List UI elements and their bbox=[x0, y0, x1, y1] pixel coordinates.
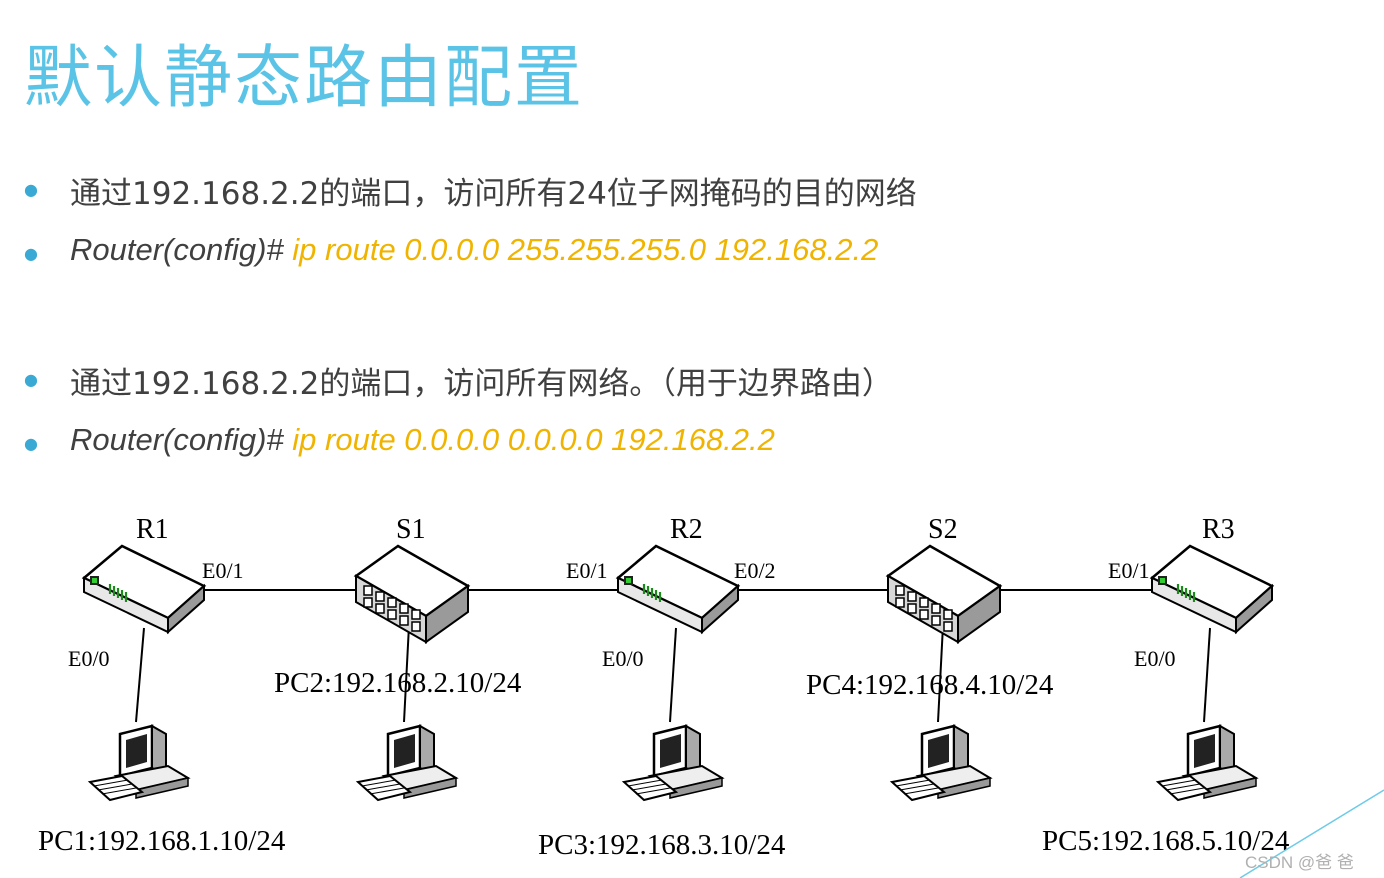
command-prompt: Router(config)# bbox=[70, 422, 284, 457]
router-r3 bbox=[1150, 544, 1274, 634]
switch-s2 bbox=[886, 544, 1002, 644]
port-label: E0/2 bbox=[734, 558, 776, 583]
decorative-line bbox=[1239, 789, 1384, 878]
bullet-text-1: 通过192.168.2.2的端口，访问所有24位子网掩码的目的网络 bbox=[70, 176, 917, 212]
page-title: 默认静态路由配置 bbox=[24, 39, 585, 118]
pc-address-label: PC2:192.168.2.10/24 bbox=[274, 667, 522, 699]
bullet-dot: ● bbox=[24, 370, 38, 389]
pc-address-label: PC3:192.168.3.10/24 bbox=[538, 829, 786, 861]
pc1-icon bbox=[88, 724, 190, 802]
switch-label-s1: S1 bbox=[396, 514, 426, 545]
bullet-dot: ● bbox=[24, 244, 38, 263]
pc2-icon bbox=[356, 724, 458, 802]
pc-address-label: PC1:192.168.1.10/24 bbox=[38, 825, 286, 857]
port-label: E0/0 bbox=[68, 646, 110, 671]
router-r1 bbox=[82, 544, 206, 634]
router-label-r2: R2 bbox=[670, 514, 703, 545]
bullet-dot: ● bbox=[24, 434, 38, 453]
pc-address-label: PC4:192.168.4.10/24 bbox=[806, 669, 1054, 701]
link-r3-pc5 bbox=[1203, 627, 1211, 723]
bullet-command-1: Router(config)# ip route 0.0.0.0 255.255… bbox=[70, 232, 878, 268]
command-code: ip route 0.0.0.0 255.255.255.0 192.168.2… bbox=[292, 232, 879, 267]
command-code: ip route 0.0.0.0 0.0.0.0 192.168.2.2 bbox=[292, 422, 775, 457]
pc-address-label: PC5:192.168.5.10/24 bbox=[1042, 825, 1290, 857]
port-label: E0/0 bbox=[602, 646, 644, 671]
link-r1-pc1 bbox=[135, 627, 145, 723]
link-r2-pc3 bbox=[669, 627, 677, 723]
bullet-dot: ● bbox=[24, 180, 38, 199]
bullet-command-2: Router(config)# ip route 0.0.0.0 0.0.0.0… bbox=[70, 422, 775, 458]
router-label-r3: R3 bbox=[1202, 514, 1235, 545]
pc5-icon bbox=[1156, 724, 1258, 802]
router-r2 bbox=[616, 544, 740, 634]
watermark: CSDN @爸 爸 bbox=[1245, 853, 1354, 872]
bullet-text-2: 通过192.168.2.2的端口，访问所有网络。（用于边界路由） bbox=[70, 366, 893, 402]
switch-s1 bbox=[354, 544, 470, 644]
pc4-icon bbox=[890, 724, 992, 802]
switch-label-s2: S2 bbox=[928, 514, 958, 545]
command-prompt: Router(config)# bbox=[70, 232, 284, 267]
port-label: E0/1 bbox=[202, 558, 244, 583]
port-label: E0/0 bbox=[1134, 646, 1176, 671]
router-label-r1: R1 bbox=[136, 514, 169, 545]
port-label: E0/1 bbox=[1108, 558, 1150, 583]
pc3-icon bbox=[622, 724, 724, 802]
port-label: E0/1 bbox=[566, 558, 608, 583]
